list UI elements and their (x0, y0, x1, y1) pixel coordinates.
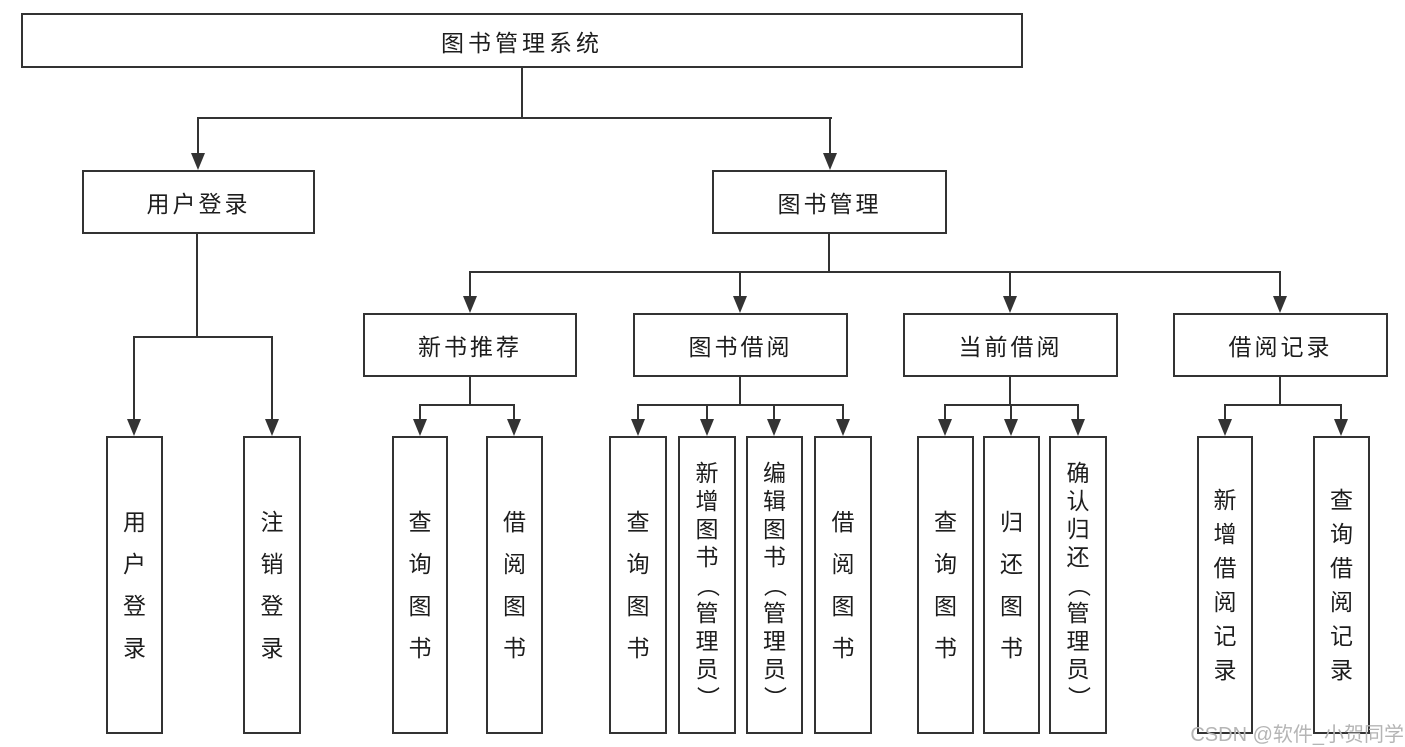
leaf-add-books-admin-label: 新增图书（管理员） (694, 459, 721, 709)
connector-root-stem (521, 66, 523, 118)
arrow-down-icon (463, 271, 477, 313)
arrow-down-icon (823, 117, 837, 170)
leaf-borrow-books-recommend: 借阅图书 (486, 436, 543, 734)
leaf-edit-books-admin-label: 编辑图书（管理员） (762, 459, 788, 709)
arrow-down-icon (191, 117, 205, 170)
connector-current-borrow-stem (1009, 375, 1011, 406)
node-book-management: 图书管理 (712, 170, 947, 234)
arrow-down-icon (938, 404, 952, 436)
connector-borrow-records-bar (1224, 404, 1342, 406)
node-new-book-recommend-label: 新书推荐 (418, 334, 522, 360)
leaf-query-books-current: 查询图书 (917, 436, 974, 734)
leaf-add-borrow-record: 新增借阅记录 (1197, 436, 1253, 734)
leaf-borrow-books: 借阅图书 (814, 436, 872, 734)
leaf-query-borrow-record-label: 查询借阅记录 (1330, 486, 1353, 683)
node-root-label: 图书管理系统 (441, 29, 603, 56)
arrow-down-icon (507, 404, 521, 436)
leaf-add-borrow-record-label: 新增借阅记录 (1213, 486, 1237, 683)
arrow-down-icon (1071, 404, 1085, 436)
leaf-query-books-borrow: 查询图书 (609, 436, 667, 734)
leaf-query-books-recommend: 查询图书 (392, 436, 448, 734)
arrow-down-icon (1273, 271, 1287, 313)
arrow-down-icon (733, 271, 747, 313)
node-new-book-recommend: 新书推荐 (363, 313, 577, 377)
connector-new-book-stem (469, 375, 471, 406)
leaf-user-login-label: 用户登录 (123, 508, 146, 661)
node-book-borrow-label: 图书借阅 (688, 334, 793, 360)
connector-user-login-bar (133, 336, 273, 338)
node-user-login: 用户登录 (82, 170, 315, 234)
arrow-down-icon (265, 336, 279, 436)
connector-borrow-records-stem (1279, 375, 1281, 406)
connector-book-management-bar (469, 271, 1281, 273)
connector-new-book-bar (419, 404, 515, 406)
arrow-down-icon (127, 336, 141, 436)
node-current-borrow: 当前借阅 (903, 313, 1118, 377)
leaf-borrow-books-recommend-label: 借阅图书 (503, 508, 526, 661)
leaf-logout-label: 注销登录 (260, 508, 284, 661)
arrow-down-icon (1004, 404, 1018, 436)
leaf-confirm-return-admin: 确认归还（管理员） (1049, 436, 1107, 734)
leaf-query-books-borrow-label: 查询图书 (626, 508, 650, 661)
arrow-down-icon (767, 404, 781, 436)
node-book-borrow: 图书借阅 (633, 313, 848, 377)
node-user-login-label: 用户登录 (146, 191, 251, 217)
leaf-query-books-recommend-label: 查询图书 (408, 508, 432, 661)
leaf-add-books-admin: 新增图书（管理员） (678, 436, 736, 734)
leaf-return-books: 归还图书 (983, 436, 1040, 734)
connector-user-login-stem (196, 232, 198, 338)
arrow-down-icon (1003, 271, 1017, 313)
node-borrow-records-label: 借阅记录 (1228, 334, 1333, 360)
arrow-down-icon (1334, 404, 1348, 436)
connector-root-bar (197, 117, 832, 119)
node-root: 图书管理系统 (21, 13, 1023, 68)
arrow-down-icon (413, 404, 427, 436)
arrow-down-icon (1218, 404, 1232, 436)
connector-book-management-stem (828, 232, 830, 273)
leaf-borrow-books-label: 借阅图书 (831, 508, 855, 661)
watermark: CSDN @软件_小贺同学 (1190, 724, 1404, 746)
arrow-down-icon (631, 404, 645, 436)
node-book-management-label: 图书管理 (777, 191, 882, 217)
leaf-user-login: 用户登录 (106, 436, 163, 734)
arrow-down-icon (700, 404, 714, 436)
leaf-query-borrow-record: 查询借阅记录 (1313, 436, 1370, 734)
leaf-edit-books-admin: 编辑图书（管理员） (746, 436, 803, 734)
leaf-return-books-label: 归还图书 (1000, 508, 1023, 661)
leaf-query-books-current-label: 查询图书 (934, 508, 957, 661)
arrow-down-icon (836, 404, 850, 436)
node-borrow-records: 借阅记录 (1173, 313, 1388, 377)
connector-book-borrow-stem (739, 375, 741, 406)
leaf-confirm-return-admin-label: 确认归还（管理员） (1065, 459, 1092, 709)
leaf-logout: 注销登录 (243, 436, 301, 734)
connector-book-borrow-bar (637, 404, 844, 406)
node-current-borrow-label: 当前借阅 (958, 334, 1063, 360)
